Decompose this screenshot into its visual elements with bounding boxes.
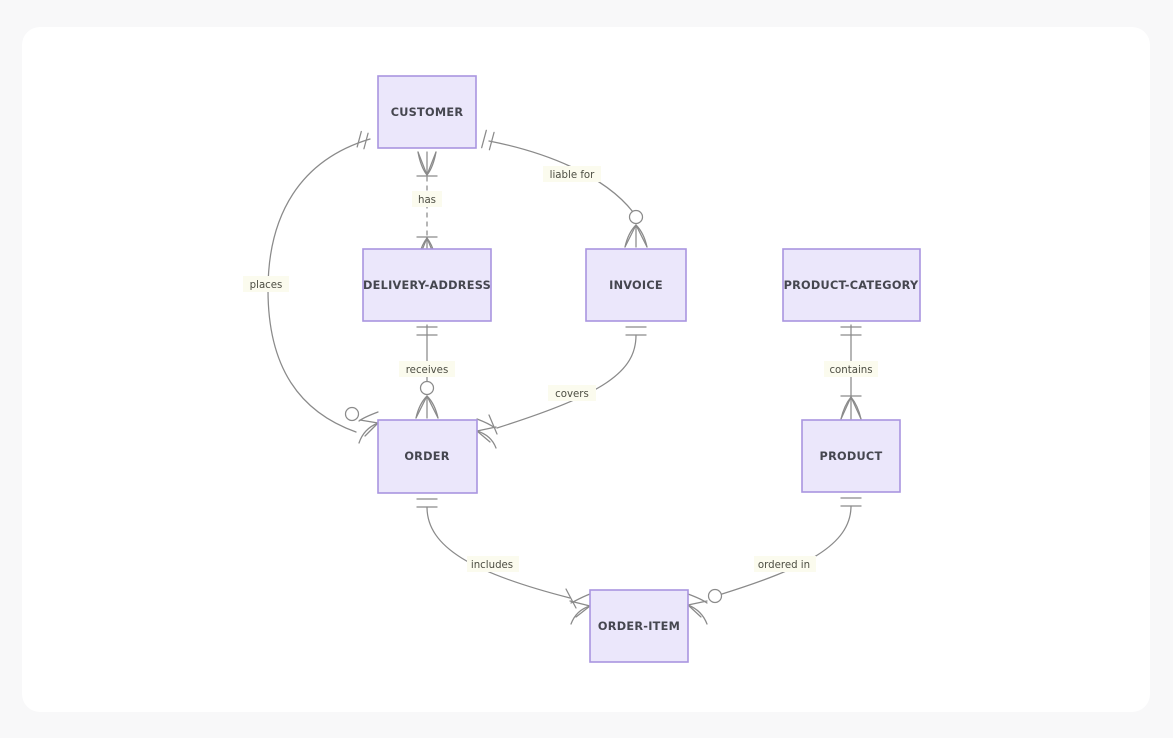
svg-text:contains: contains: [829, 365, 872, 376]
entity-order-item[interactable]: ORDER-ITEM: [589, 589, 689, 663]
entity-label-order-item: ORDER-ITEM: [598, 620, 680, 633]
relationship-line-includes[interactable]: [426, 506, 571, 599]
cardinality-contains-product-category: [840, 326, 862, 336]
cardinality-receives-delivery-address: [416, 326, 438, 336]
cardinality-covers-order: [476, 414, 498, 449]
cardinality-covers-invoice: [625, 326, 647, 336]
cardinality-includes-order: [416, 498, 438, 508]
entity-label-product-category: PRODUCT-CATEGORY: [784, 279, 919, 292]
relationship-labels: places has liable for receives covers co…: [243, 166, 878, 572]
cardinality-notations: [344, 129, 862, 625]
cardinality-contains-product: [840, 395, 862, 420]
relationship-lines: [267, 138, 852, 599]
entity-invoice[interactable]: INVOICE: [585, 248, 687, 322]
relationship-label-includes: includes: [467, 556, 519, 572]
entity-delivery-address[interactable]: DELIVERY-ADDRESS: [362, 248, 492, 322]
cardinality-has-customer: [416, 151, 438, 177]
relationship-label-has: has: [412, 191, 442, 207]
entity-customer[interactable]: CUSTOMER: [377, 75, 477, 149]
svg-text:includes: includes: [471, 560, 513, 571]
cardinality-receives-order: [415, 380, 439, 419]
cardinality-ordered-in-product: [840, 497, 862, 507]
cardinality-liable-for-invoice: [624, 209, 648, 248]
entity-product[interactable]: PRODUCT: [801, 419, 901, 493]
relationship-label-covers: covers: [548, 385, 596, 401]
relationship-line-ordered-in[interactable]: [721, 505, 852, 595]
entity-product-category[interactable]: PRODUCT-CATEGORY: [782, 248, 921, 322]
entity-label-invoice: INVOICE: [609, 279, 663, 292]
svg-text:liable for: liable for: [550, 170, 596, 181]
relationship-line-covers[interactable]: [496, 334, 637, 429]
cardinality-liable-for-customer: [481, 129, 495, 151]
entities: CUSTOMER DELIVERY-ADDRESS INVOICE PRODUC…: [362, 75, 921, 663]
relationship-label-receives: receives: [399, 361, 455, 377]
svg-text:has: has: [418, 195, 436, 206]
entity-label-order: ORDER: [404, 450, 449, 463]
entity-label-delivery-address: DELIVERY-ADDRESS: [363, 279, 491, 292]
relationship-label-places: places: [243, 276, 289, 292]
cardinality-includes-order-item: [565, 588, 591, 625]
entity-label-product: PRODUCT: [820, 450, 883, 463]
entity-order[interactable]: ORDER: [377, 419, 478, 494]
relationship-label-ordered-in: ordered in: [754, 556, 816, 572]
relationship-label-liable-for: liable for: [543, 166, 601, 182]
svg-text:ordered in: ordered in: [758, 560, 810, 571]
svg-text:receives: receives: [406, 365, 449, 376]
cardinality-places-customer: [356, 130, 369, 150]
diagram-card: [22, 27, 1150, 712]
entity-label-customer: CUSTOMER: [391, 106, 464, 119]
svg-text:covers: covers: [555, 389, 589, 400]
cardinality-ordered-in-order-item: [687, 588, 723, 625]
svg-text:places: places: [250, 280, 283, 291]
cardinality-places-order: [344, 406, 379, 444]
relationship-label-contains: contains: [824, 361, 878, 377]
